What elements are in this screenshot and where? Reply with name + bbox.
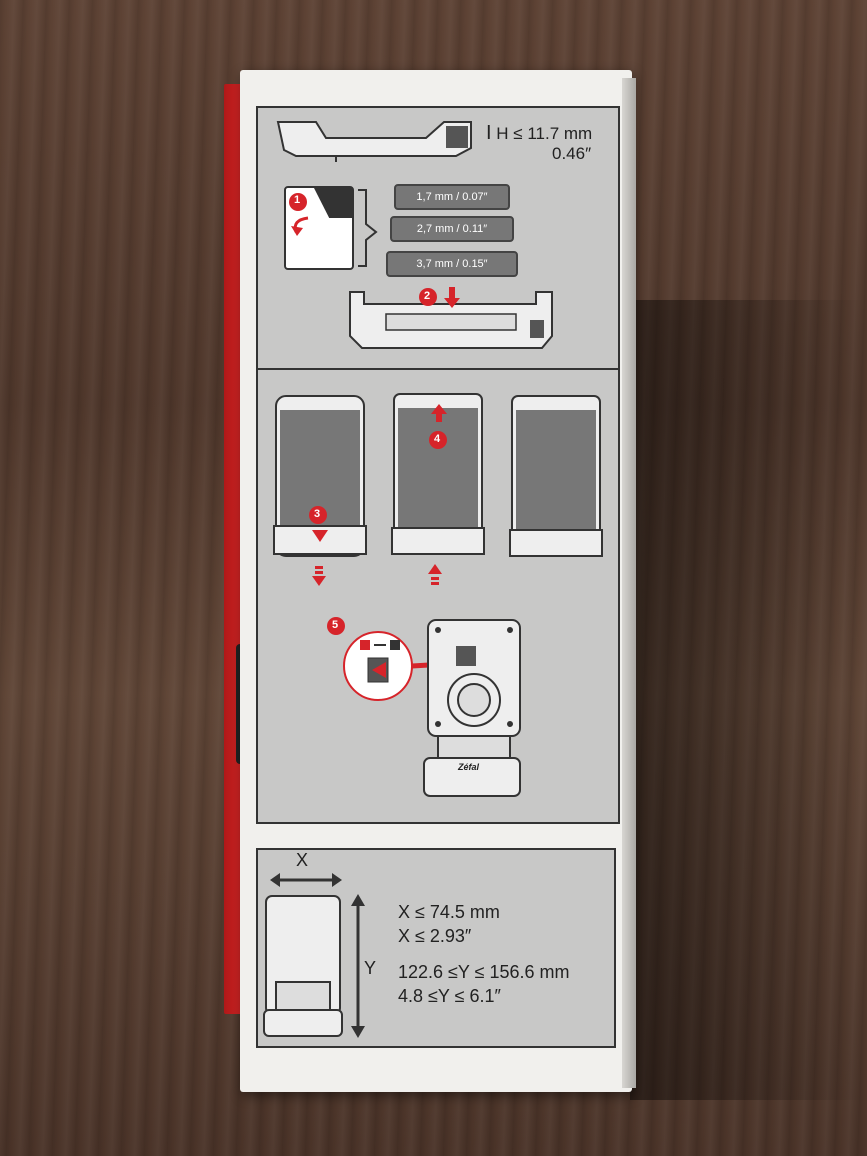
height-label: H ≤ 11.7 mm <box>496 124 593 143</box>
step4-number: 4 <box>434 433 441 445</box>
down-arrow-icon <box>312 566 326 586</box>
step5-number: 5 <box>332 619 339 631</box>
pad-option-2: 2,7 mm / 0.11″ <box>390 216 514 242</box>
panel-divider <box>256 368 618 370</box>
phone-mount-step4 <box>391 393 485 555</box>
step4-badge-icon <box>429 431 447 449</box>
step3-number: 3 <box>314 508 321 520</box>
y-range-inch: 4.8 ≤Y ≤ 6.1″ <box>398 986 501 1006</box>
y-arrow-icon <box>351 894 365 1038</box>
y-range-mm: 122.6 ≤Y ≤ 156.6 mm <box>398 962 570 982</box>
x-arrow-icon <box>270 873 342 887</box>
step5-badge-icon <box>327 617 345 635</box>
step1-number: 1 <box>294 194 301 206</box>
phone-mount-mounted <box>509 395 603 557</box>
phone-mount-step3 <box>273 395 367 557</box>
box-shadow <box>630 300 867 1100</box>
box-right-edge <box>622 78 636 1088</box>
y-axis-label: Y <box>364 958 377 978</box>
up-arrow-bottom-icon <box>428 564 442 585</box>
step1-badge-icon <box>289 193 309 236</box>
dimension-phone-icon <box>263 895 343 1037</box>
step2-number: 2 <box>424 290 431 302</box>
brand-logo: Zéfal <box>458 762 480 772</box>
cradle-icon <box>349 291 553 349</box>
pad-option-3: 3,7 mm / 0.15″ <box>386 251 518 277</box>
x-axis-label: X <box>296 850 309 870</box>
x-max-inch: X ≤ 2.93″ <box>398 926 472 946</box>
bracket-icon <box>358 189 378 267</box>
height-inch: 0.46″ <box>552 144 592 163</box>
step3-badge-icon <box>309 506 327 524</box>
up-arrow-icon <box>431 404 447 422</box>
pad-option-1: 1,7 mm / 0.07″ <box>394 184 510 210</box>
lock-detail-icon <box>343 631 454 701</box>
step2-badge-icon <box>419 287 460 308</box>
mount-base-icon <box>423 619 521 797</box>
x-max-mm: X ≤ 74.5 mm <box>398 902 500 922</box>
mount-profile-icon <box>276 121 472 162</box>
